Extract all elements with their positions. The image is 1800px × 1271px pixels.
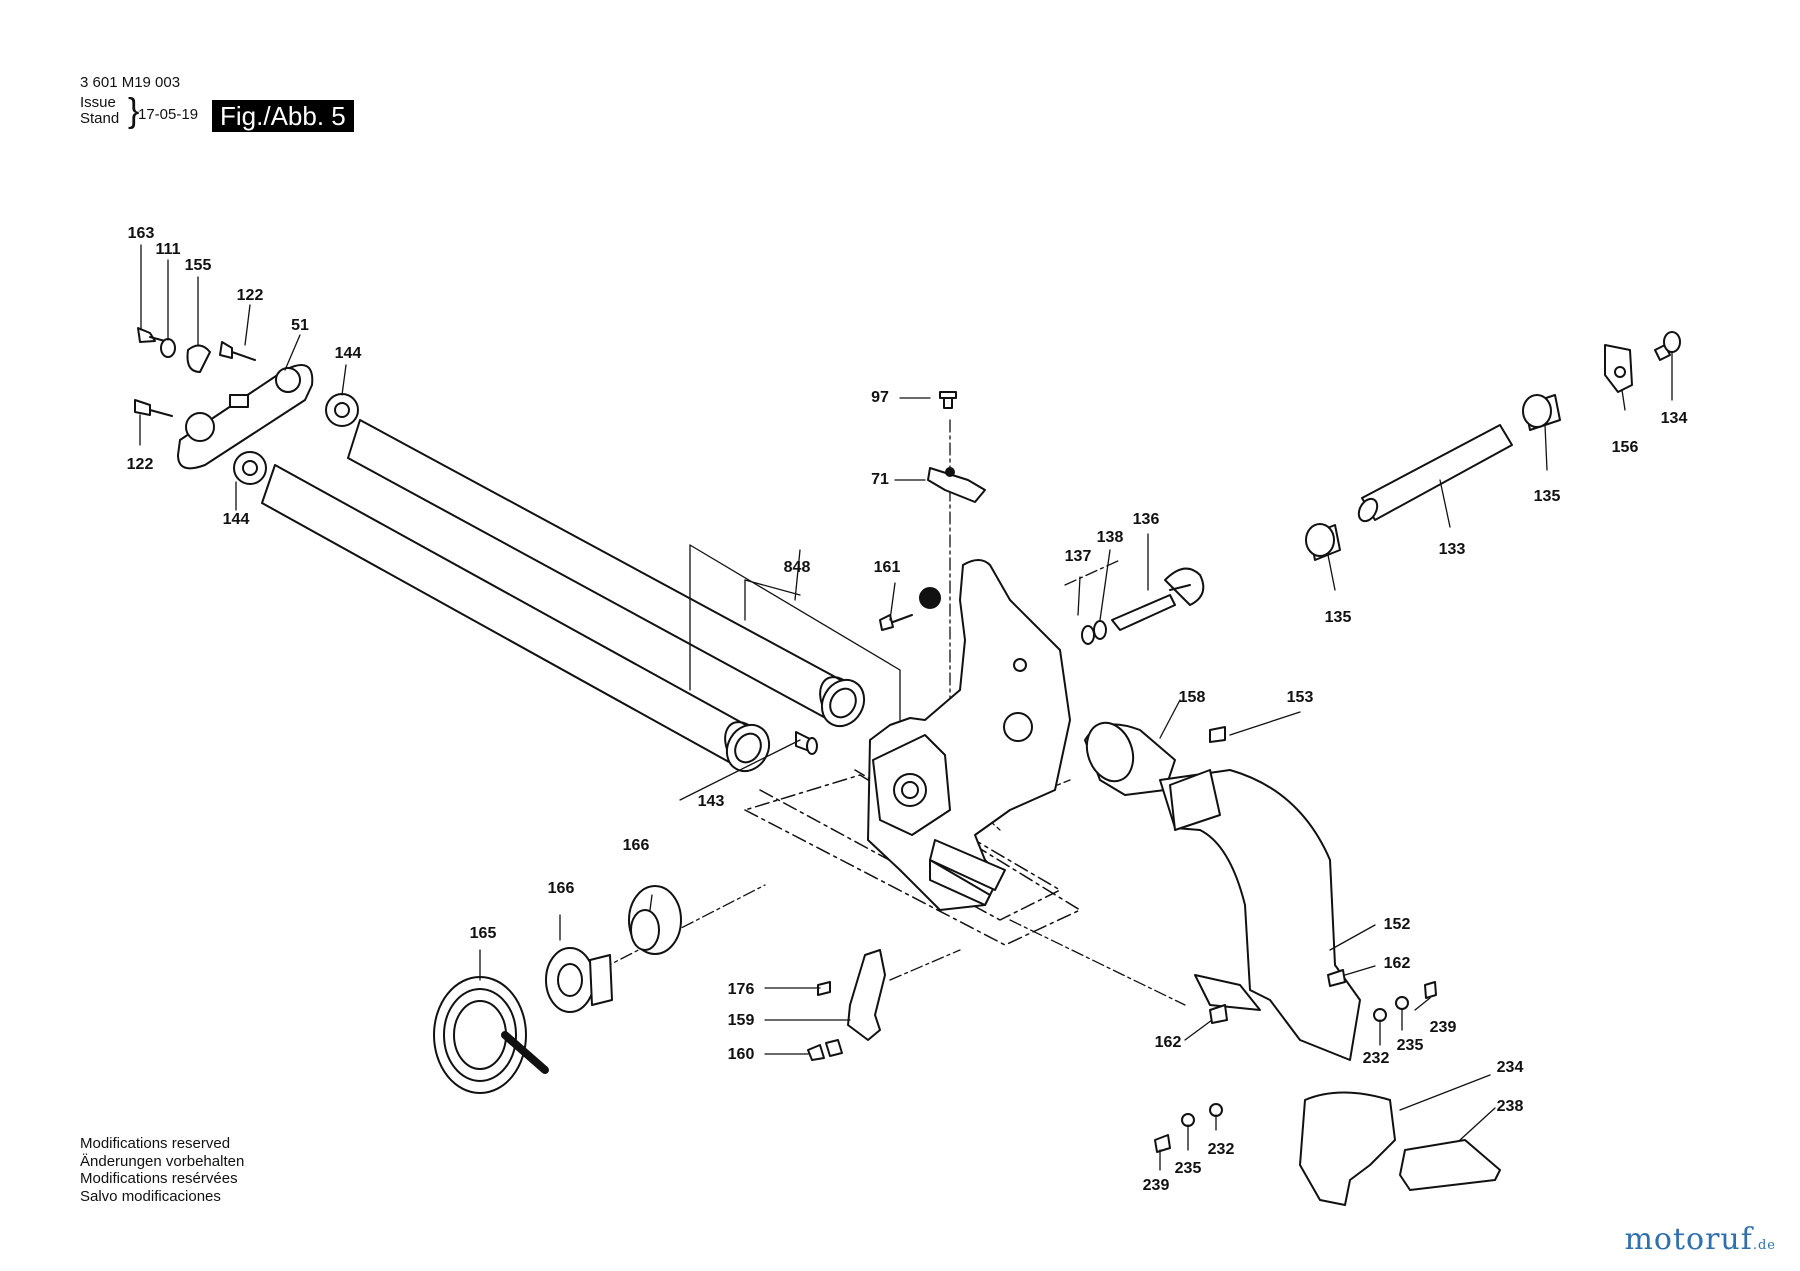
end-plate — [177, 364, 314, 470]
figure-tag: Fig./Abb. 5 — [212, 100, 354, 132]
callout-232: 232 — [1207, 1141, 1235, 1158]
issue-date: 17-05-19 — [138, 106, 199, 123]
note-es: Salvo modificaciones — [80, 1187, 221, 1205]
main-housing — [867, 559, 1071, 911]
callout-111: 111 — [155, 241, 181, 258]
brace-glyph: } — [128, 92, 140, 130]
roller-spring-bearing — [433, 885, 682, 1094]
callout-71: 71 — [871, 471, 889, 488]
mounting-bracket — [807, 949, 886, 1061]
callout-235: 235 — [1174, 1160, 1202, 1177]
upper-right-tube — [1305, 331, 1681, 561]
callout-155: 155 — [184, 257, 212, 274]
small-fasteners-left — [134, 327, 359, 485]
callout-159: 159 — [727, 1012, 755, 1029]
callout-136: 136 — [1132, 511, 1160, 528]
issue-stand-label: Issue Stand — [80, 95, 119, 127]
callout-97: 97 — [871, 389, 889, 406]
callout-176: 176 — [727, 981, 755, 998]
callout-161: 161 — [873, 559, 901, 576]
right-fasteners — [1154, 726, 1437, 1153]
stand-label: Stand — [80, 110, 120, 127]
callout-152: 152 — [1383, 916, 1411, 933]
callout-238: 238 — [1496, 1098, 1524, 1115]
lock-nut — [879, 587, 941, 631]
brand-tld: .de — [1752, 1238, 1776, 1253]
modification-notes: Modifications reserved Änderungen vorbeh… — [80, 1135, 244, 1205]
callout-166: 166 — [622, 837, 650, 854]
callout-51: 51 — [291, 317, 309, 334]
callout-848: 848 — [783, 559, 811, 576]
callout-162: 162 — [1154, 1034, 1182, 1051]
leader-lines — [139, 244, 1673, 1171]
callout-165: 165 — [469, 925, 497, 942]
callout-235: 235 — [1396, 1037, 1424, 1054]
callout-160: 160 — [727, 1046, 755, 1063]
tube-cap — [795, 731, 818, 755]
callout-143: 143 — [697, 793, 725, 810]
callout-163: 163 — [127, 225, 155, 242]
callout-239: 239 — [1429, 1019, 1457, 1036]
callout-166: 166 — [547, 880, 575, 897]
guard-shields — [1299, 1091, 1501, 1206]
callout-144: 144 — [222, 511, 250, 528]
callout-bracket-848 — [689, 544, 901, 721]
rail-tubes — [261, 419, 866, 773]
document-number: 3 601 M19 003 — [80, 74, 181, 91]
callout-133: 133 — [1438, 541, 1466, 558]
brand-name: motoruf — [1624, 1222, 1753, 1257]
callout-162: 162 — [1383, 955, 1411, 972]
callout-122: 122 — [236, 287, 264, 304]
callout-239: 239 — [1142, 1177, 1170, 1194]
dust-chute — [1084, 721, 1361, 1061]
callout-158: 158 — [1178, 689, 1206, 706]
callout-137: 137 — [1064, 548, 1092, 565]
note-en: Modifications reserved — [80, 1135, 231, 1152]
callout-232: 232 — [1362, 1050, 1390, 1067]
note-fr: Modifications resérvées — [80, 1170, 238, 1187]
watermark-logo: motoruf.de — [1624, 1222, 1776, 1257]
callout-134: 134 — [1660, 410, 1688, 427]
note-de: Änderungen vorbehalten — [80, 1152, 245, 1170]
clamp-plate — [927, 391, 986, 503]
callout-135: 135 — [1324, 609, 1352, 626]
callout-234: 234 — [1496, 1059, 1524, 1076]
callout-135: 135 — [1533, 488, 1561, 505]
callout-156: 156 — [1611, 439, 1639, 456]
callout-153: 153 — [1286, 689, 1314, 706]
issue-label: Issue — [80, 94, 116, 111]
callout-144: 144 — [334, 345, 362, 362]
shaft-assembly — [1081, 567, 1205, 645]
callout-138: 138 — [1096, 529, 1124, 546]
callout-122: 122 — [126, 456, 154, 473]
